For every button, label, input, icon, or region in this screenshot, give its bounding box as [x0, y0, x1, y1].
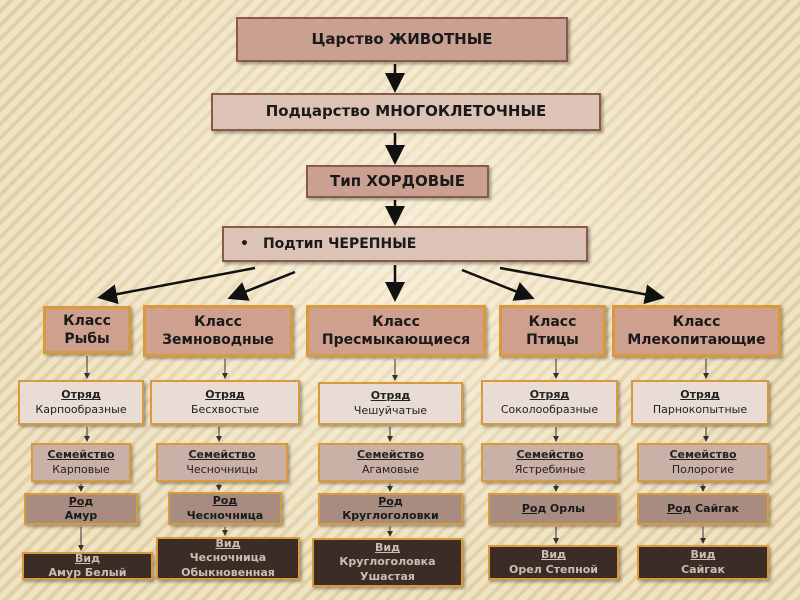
family-value: Ястребиные — [514, 462, 586, 476]
order-value: Парнокопытные — [652, 402, 748, 416]
family-label: Семейство — [47, 448, 115, 462]
species-label: Вид — [215, 537, 241, 551]
species-label: Вид — [541, 548, 566, 562]
class-label: Класс — [672, 313, 721, 330]
genus-label: Род — [68, 494, 94, 508]
class-value: Рыбы — [64, 331, 110, 347]
genus-label: Род — [667, 501, 692, 515]
phylum-box: Тип ХОРДОВЫЕ — [306, 165, 489, 198]
family-value: Полорогие — [671, 462, 735, 476]
class-label: Класс — [63, 312, 111, 329]
class-value: Земноводные — [162, 332, 274, 348]
species-value: Орел Степной — [509, 562, 598, 576]
order-value: Чешуйчатые — [353, 403, 428, 417]
genus-value: Круглоголовки — [342, 509, 439, 522]
class-value: Пресмыкающиеся — [321, 332, 471, 348]
family-label: Семейство — [516, 448, 584, 462]
family-label: Семейство — [669, 448, 737, 462]
species-label: Вид — [690, 548, 716, 562]
species-value: Амур Белый — [48, 566, 127, 579]
class-label: Класс — [528, 313, 577, 330]
family-value: Агамовые — [361, 462, 419, 476]
kingdom-box: Царство ЖИВОТНЫЕ — [236, 17, 568, 62]
order-value: Карпообразные — [35, 402, 127, 416]
family-label: Семейство — [188, 448, 256, 462]
order-value: Бесхвостые — [191, 402, 259, 416]
order-label: Отряд — [61, 388, 101, 402]
order-label: Отряд — [205, 388, 245, 402]
family-value: Чесночницы — [186, 462, 258, 476]
genus-box: Род Орлы — [488, 493, 619, 525]
genus-value: Орлы — [549, 501, 586, 515]
species-value: Сайгак — [681, 562, 725, 576]
species-label: Вид — [375, 541, 400, 555]
family-label: Семейство — [356, 448, 425, 462]
arrow — [499, 266, 665, 305]
order-label: Отряд — [529, 388, 570, 402]
genus-box: Род Сайгак — [637, 493, 769, 525]
genus-label: Род — [378, 494, 403, 508]
arrow — [461, 268, 535, 301]
class-label: Класс — [194, 313, 242, 330]
order-box: Отряд Соколообразные — [481, 380, 618, 425]
class-value: Млекопитающие — [627, 332, 766, 348]
species-value: Круглоголовка Ушастая — [339, 555, 436, 583]
genus-label: Род — [212, 494, 238, 508]
order-label: Отряд — [370, 389, 411, 403]
order-label: Отряд — [680, 388, 720, 402]
order-value: Соколообразные — [500, 402, 599, 416]
arrow — [97, 266, 256, 305]
class-value: Птицы — [526, 332, 579, 348]
genus-value: Амур — [64, 509, 98, 522]
subphylum-box: •Подтип ЧЕРЕПНЫЕ — [222, 226, 588, 262]
arrow — [227, 270, 296, 301]
species-value: Чесночница Обыкновенная — [181, 551, 275, 579]
subkingdom-box: Подцарство МНОГОКЛЕТОЧНЫЕ — [211, 93, 601, 131]
genus-value: Чесночница — [186, 508, 264, 522]
genus-value: Сайгак — [695, 501, 739, 515]
genus-label: Род — [521, 501, 547, 515]
order-box: Отряд Парнокопытные — [631, 380, 769, 425]
species-label: Вид — [75, 551, 100, 565]
family-value: Карповые — [52, 462, 110, 476]
class-label: Класс — [372, 313, 420, 330]
